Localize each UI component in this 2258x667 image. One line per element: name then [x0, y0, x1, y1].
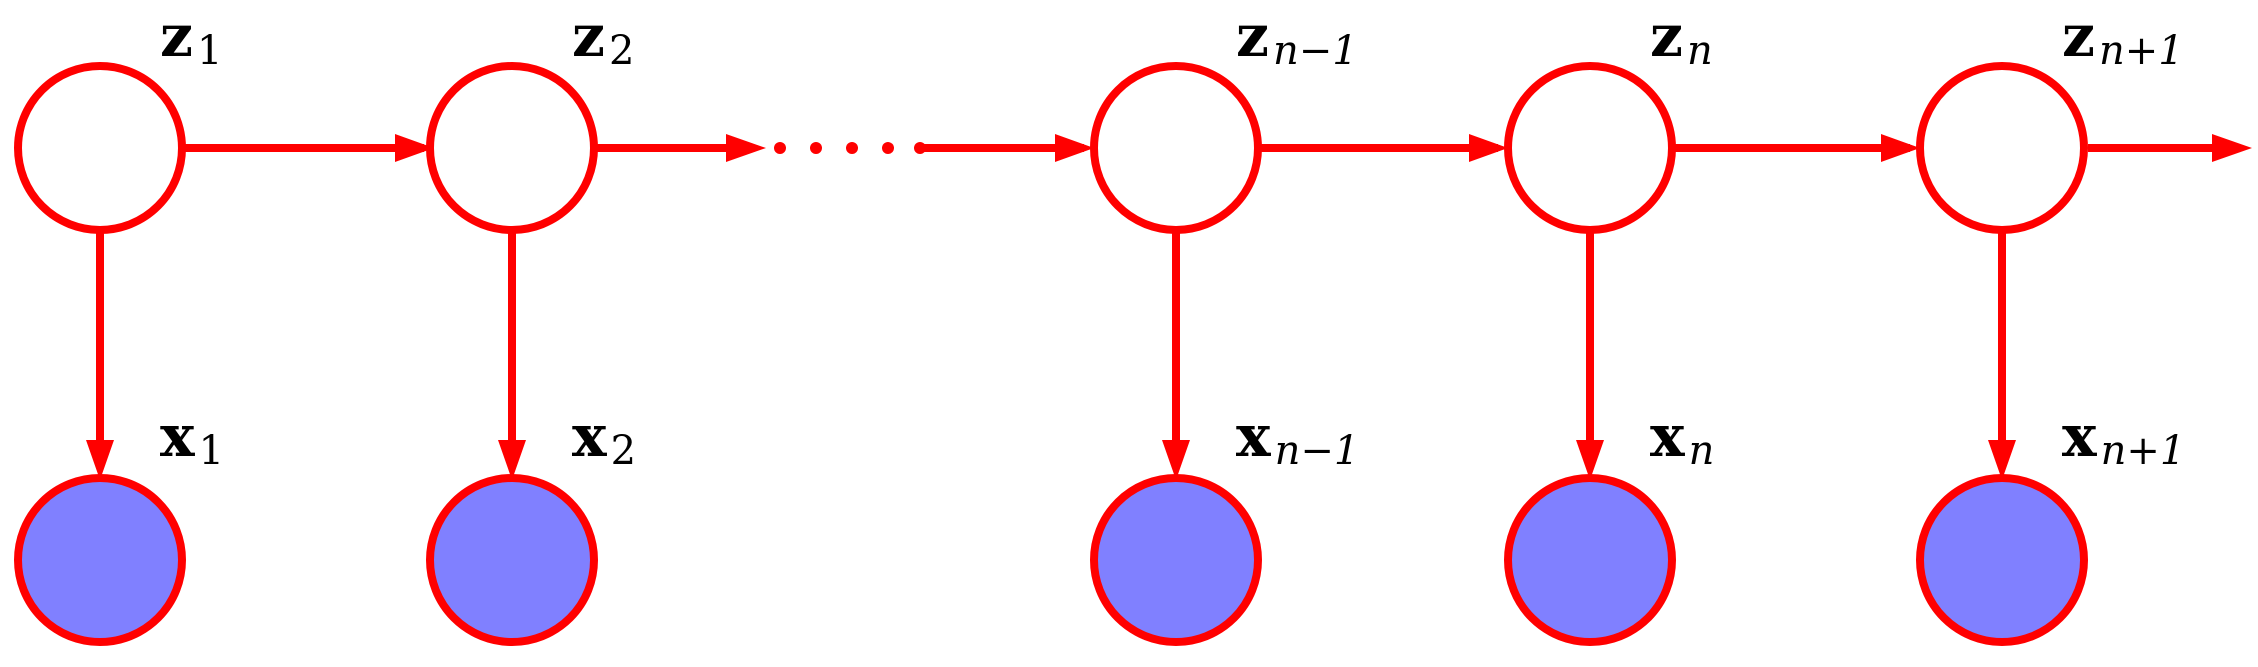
observed-node-xn-1: [1090, 474, 1262, 646]
arrowhead-zn-xn: [1576, 440, 1604, 480]
arrowhead-z1-z2: [395, 134, 434, 162]
arrowhead-z2-x2: [498, 440, 526, 480]
hidden-nodes: [14, 62, 2088, 234]
arrowhead-zn+1-xn+1: [1988, 440, 2016, 480]
ellipsis-dot: [846, 142, 858, 154]
ellipsis: [774, 142, 926, 154]
arrowhead-ellipsis-zn-1: [1055, 134, 1094, 162]
ellipsis-text: · · ·: [850, 159, 852, 161]
arrowhead-z1-x1: [86, 440, 114, 480]
hidden-node-zn: [1504, 62, 1676, 234]
hidden-node-zn-1: [1090, 62, 1262, 234]
ellipsis-dot: [882, 142, 894, 154]
observed-nodes: [14, 474, 2088, 646]
hidden-node-z1: [14, 62, 186, 234]
arrowhead-zn-1-zn: [1469, 134, 1508, 162]
arrowhead-zn-zn+1: [1881, 134, 1920, 162]
observed-node-x1: [14, 474, 186, 646]
ellipsis-dot: [774, 142, 786, 154]
ellipsis-dot: [914, 142, 926, 154]
arrowhead-z2-ellipsis: [726, 134, 766, 162]
ellipsis-dot: [810, 142, 822, 154]
chain-edges: [184, 134, 2252, 162]
observed-node-xn+1: [1916, 474, 2088, 646]
hidden-node-zn+1: [1916, 62, 2088, 234]
arrowhead-zn-1-xn-1: [1162, 440, 1190, 480]
observed-node-xn: [1504, 474, 1676, 646]
observed-node-x2: [426, 474, 598, 646]
hidden-node-z2: [426, 62, 598, 234]
arrowhead-zn+1-out: [2212, 134, 2252, 162]
emission-edges: [86, 232, 2016, 480]
